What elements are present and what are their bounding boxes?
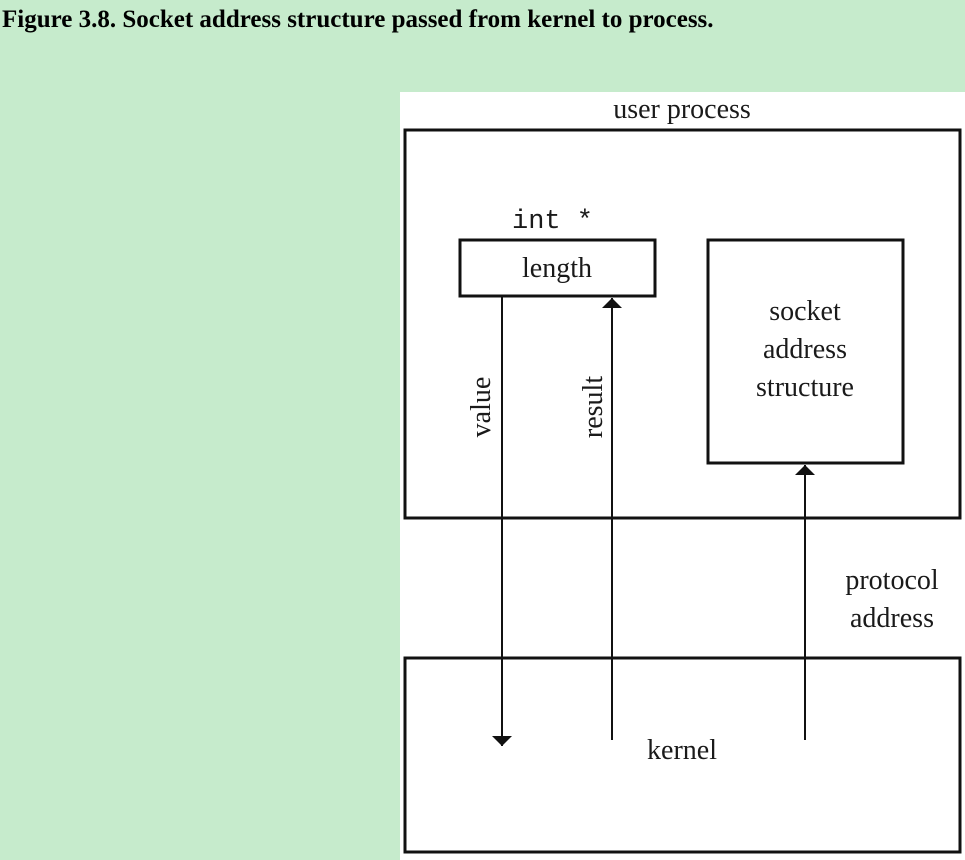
diagram-background bbox=[400, 92, 965, 860]
value-label: value bbox=[466, 377, 497, 438]
length-box bbox=[458, 238, 657, 298]
protocol-address-line-1: protocol bbox=[845, 565, 939, 596]
socket-struct-line-3: structure bbox=[756, 372, 854, 403]
result-label: result bbox=[578, 376, 609, 438]
socket-address-structure-box bbox=[706, 238, 905, 465]
socket-struct-line-1: socket bbox=[769, 296, 841, 327]
figure-caption: Figure 3.8. Socket address structure pas… bbox=[2, 6, 714, 33]
kernel-label: kernel bbox=[647, 735, 717, 766]
diagram-canvas: user process int * length socket address… bbox=[400, 92, 965, 860]
user-process-label: user process bbox=[613, 94, 751, 125]
int-pointer-label: int * bbox=[512, 207, 593, 237]
length-label: length bbox=[522, 253, 592, 284]
user-process-box bbox=[403, 128, 962, 520]
diagram-figure: user process int * length socket address… bbox=[400, 92, 965, 860]
kernel-box bbox=[403, 656, 962, 854]
socket-struct-line-2: address bbox=[763, 334, 847, 365]
protocol-address-line-2: address bbox=[850, 603, 934, 634]
